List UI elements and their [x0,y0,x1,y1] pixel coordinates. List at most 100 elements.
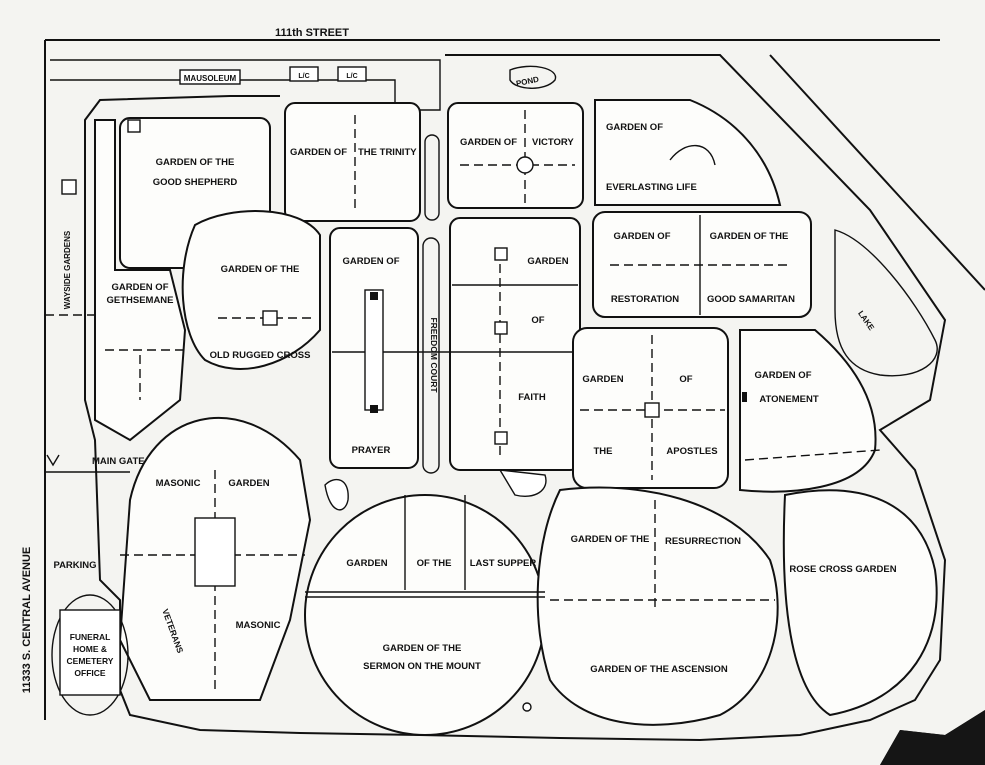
svg-text:GARDEN OF THE: GARDEN OF THE [383,643,462,654]
block-rose-cross [782,489,938,717]
svg-text:FUNERAL: FUNERAL [70,632,111,642]
apostles-marker [644,402,660,418]
main-gate-label[interactable]: MAIN GATE [92,456,145,467]
funeral-home-label[interactable]: FUNERAL HOME & CEMETERY OFFICE [67,632,114,678]
svg-text:SERMON ON THE MOUNT: SERMON ON THE MOUNT [363,661,481,672]
block-rugged-cross [181,210,321,370]
svg-text:GARDEN: GARDEN [582,374,623,385]
masonic-monument [194,517,236,587]
svg-text:ATONEMENT: ATONEMENT [759,394,818,405]
svg-text:OLD RUGGED CROSS: OLD RUGGED CROSS [210,350,311,361]
lc1-label: L/C [298,73,309,80]
cemetery-boundary [84,54,947,742]
rugged-cross-marker [262,310,278,326]
lc1-box [289,66,319,82]
faith-marker-2 [494,321,508,335]
garden-victory[interactable]: GARDEN OF VICTORY [460,137,574,148]
garden-trinity[interactable]: GARDEN OF THE TRINITY [290,147,417,158]
svg-text:FAITH: FAITH [518,392,546,403]
svg-text:GARDEN OF: GARDEN OF [614,231,671,242]
pond-shape [509,65,557,89]
block-victory [447,102,584,209]
garden-gethsemane[interactable]: GARDEN OF GETHSEMANE [106,282,173,306]
freedom-court-strip [422,237,440,474]
central-avenue-label: 11333 S. CENTRAL AVENUE [21,547,33,694]
garden-good-shepherd[interactable]: GARDEN OF THE GOOD SHEPHERD [153,157,238,188]
svg-text:MASONIC: MASONIC [156,478,201,489]
garden-prayer[interactable]: GARDEN OF PRAYER [343,256,400,456]
svg-text:GOOD SHEPHERD: GOOD SHEPHERD [153,177,238,188]
garden-rugged-cross[interactable]: GARDEN OF THE OLD RUGGED CROSS [210,264,311,361]
island-east [498,469,547,497]
mausoleum-label[interactable]: MAUSOLEUM [184,74,237,83]
lake-shape [834,229,938,377]
diagonal-road-line [769,54,985,291]
mausoleum-box [179,69,241,85]
garden-restoration[interactable]: GARDEN OF RESTORATION [611,231,679,305]
garden-masonic[interactable]: MASONIC GARDEN [156,478,270,489]
svg-text:LAST SUPPER: LAST SUPPER [470,558,537,569]
funeral-home-oval [51,594,129,716]
svg-text:GARDEN OF: GARDEN OF [755,370,812,381]
prayer-marker-2 [370,405,378,413]
garden-apostles[interactable]: GARDEN OF THE APOSTLES [582,374,717,457]
svg-text:GARDEN OF THE: GARDEN OF THE [156,157,235,168]
svg-text:GARDEN: GARDEN [346,558,387,569]
svg-text:PRAYER: PRAYER [352,445,391,456]
block-resurrection-ascension [536,486,779,726]
garden-good-samaritan[interactable]: GARDEN OF THE GOOD SAMARITAN [707,231,795,305]
lc2-label: L/C [346,73,357,80]
svg-text:RESTORATION: RESTORATION [611,294,679,305]
svg-text:OFFICE: OFFICE [74,668,105,678]
atonement-marker [742,392,747,402]
parking-label[interactable]: PARKING [53,560,96,571]
main-gate-icon [46,454,60,467]
svg-text:GOOD SAMARITAN: GOOD SAMARITAN [707,294,795,305]
svg-text:OF: OF [679,374,692,385]
svg-text:THE: THE [594,446,613,457]
freedom-court-label[interactable]: FREEDOM COURT [429,317,439,393]
garden-sermon[interactable]: GARDEN OF THE SERMON ON THE MOUNT [363,643,481,672]
paper-fold-shadow [880,710,985,765]
svg-text:GARDEN OF THE: GARDEN OF THE [710,231,789,242]
shepherd-marker [127,119,141,133]
svg-text:GARDEN OF: GARDEN OF [343,256,400,267]
svg-text:GARDEN: GARDEN [228,478,269,489]
garden-last-supper[interactable]: GARDEN OF THE LAST SUPPER [346,558,536,569]
garden-rose-cross[interactable]: ROSE CROSS GARDEN [789,564,896,575]
block-sermon-last-supper [304,494,546,736]
garden-everlasting[interactable]: GARDEN OF EVERLASTING LIFE [606,122,697,193]
svg-text:APOSTLES: APOSTLES [666,446,717,457]
svg-text:EVERLASTING LIFE: EVERLASTING LIFE [606,182,697,193]
svg-text:OF: OF [531,315,544,326]
island-west [324,478,349,511]
garden-masonic-2[interactable]: MASONIC [236,620,281,631]
wayside-gardens-label[interactable]: WAYSIDE GARDENS [63,230,72,309]
svg-text:VICTORY: VICTORY [532,137,574,148]
svg-text:GARDEN OF THE: GARDEN OF THE [571,534,650,545]
lc2-box [337,66,367,82]
garden-atonement[interactable]: GARDEN OF ATONEMENT [755,370,819,405]
prayer-marker-1 [370,292,378,300]
faith-marker-3 [494,431,508,445]
prayer-monument [364,289,384,411]
garden-faith[interactable]: GARDEN OF FAITH [518,256,568,403]
svg-text:GARDEN OF: GARDEN OF [112,282,169,293]
svg-text:RESURRECTION: RESURRECTION [665,536,741,547]
freedom-court-north-strip [424,134,440,221]
everlasting-arc [669,144,716,166]
block-everlasting [594,99,782,206]
svg-text:OF THE: OF THE [417,558,452,569]
faith-marker-1 [494,247,508,261]
resurrection-walk [550,500,775,610]
svg-text:THE TRINITY: THE TRINITY [358,147,417,158]
svg-text:GARDEN OF THE: GARDEN OF THE [221,264,300,275]
garden-ascension[interactable]: GARDEN OF THE ASCENSION [590,664,728,675]
svg-text:CEMETERY: CEMETERY [67,656,114,666]
svg-text:GARDEN: GARDEN [527,256,568,267]
svg-text:GARDEN OF: GARDEN OF [290,147,347,158]
garden-resurrection[interactable]: GARDEN OF THE RESURRECTION [571,534,741,547]
svg-text:GETHSEMANE: GETHSEMANE [106,295,173,306]
svg-text:GARDEN OF: GARDEN OF [606,122,663,133]
